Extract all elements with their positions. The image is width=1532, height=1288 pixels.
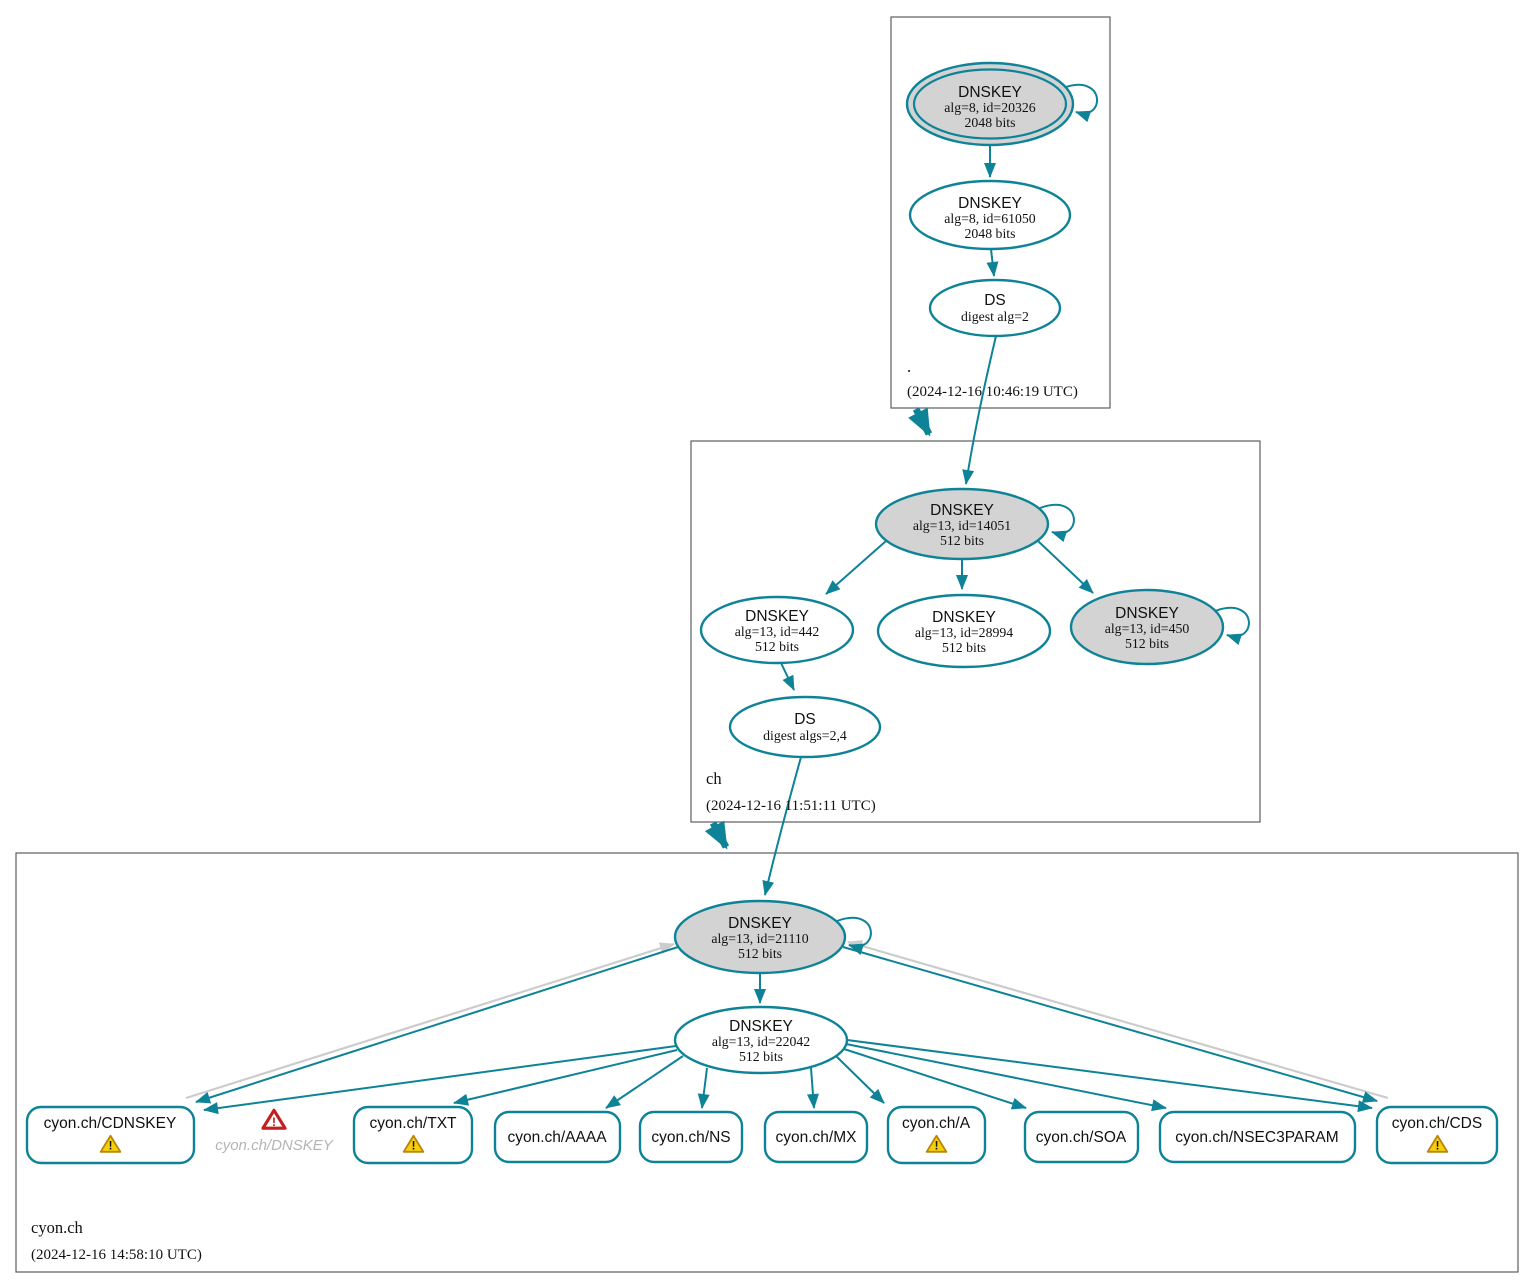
svg-text:alg=13, id=22042: alg=13, id=22042 — [712, 1034, 810, 1049]
svg-text:cyon.ch/CDS: cyon.ch/CDS — [1392, 1115, 1482, 1132]
edge-cdnskey-to-ksk-gray — [185, 942, 675, 1100]
zone-box-cyon-ch — [15, 852, 1519, 1273]
svg-text:512 bits: 512 bits — [738, 946, 782, 961]
svg-text:DS: DS — [794, 711, 816, 728]
svg-text:digest algs=2,4: digest algs=2,4 — [763, 728, 847, 743]
edge-ksk-to-cdnskey — [195, 946, 679, 1104]
zone-label-root: . — [907, 357, 911, 376]
svg-text:alg=13, id=442: alg=13, id=442 — [735, 624, 820, 639]
edge-root-ksk-selfloop — [1062, 83, 1098, 123]
node-ds-root: DS digest alg=2 — [928, 278, 1062, 338]
node-dnskey-20326: DNSKEY alg=8, id=20326 2048 bits — [905, 61, 1075, 147]
svg-text:DNSKEY: DNSKEY — [728, 915, 792, 932]
zone-timestamp-root: (2024-12-16 10:46:19 UTC) — [907, 384, 1078, 400]
rrset-mx: cyon.ch/MX — [763, 1110, 869, 1164]
svg-text:2048 bits: 2048 bits — [965, 226, 1016, 241]
edge-zsk-to-txt — [453, 1049, 678, 1106]
rrset-dnskey-missing: cyon.ch/DNSKEY — [215, 1108, 334, 1154]
edge-zsk-to-nsec3param — [845, 1043, 1167, 1112]
svg-text:cyon.ch/AAAA: cyon.ch/AAAA — [507, 1129, 607, 1146]
svg-text:DNSKEY: DNSKEY — [745, 608, 809, 625]
edge-key442-to-ch-ds — [780, 662, 795, 691]
node-dnskey-450: DNSKEY alg=13, id=450 512 bits — [1069, 588, 1225, 666]
rrset-aaaa: cyon.ch/AAAA — [493, 1110, 622, 1164]
zone-box-root — [890, 16, 1111, 409]
svg-text:cyon.ch/NSEC3PARAM: cyon.ch/NSEC3PARAM — [1175, 1129, 1338, 1146]
zone-box-ch — [690, 440, 1261, 823]
node-dnskey-21110: DNSKEY alg=13, id=21110 512 bits — [673, 899, 847, 975]
edge-cds-to-ksk-gray — [847, 940, 1389, 1100]
node-dnskey-28994: DNSKEY alg=13, id=28994 512 bits — [876, 593, 1052, 669]
edge-cyon-ksk-selfloop — [836, 916, 872, 955]
rrset-txt: cyon.ch/TXT — [352, 1105, 474, 1165]
svg-text:alg=13, id=14051: alg=13, id=14051 — [913, 518, 1011, 533]
node-ds-ch: DS digest algs=2,4 — [728, 695, 882, 759]
delegation-arrow-root-to-ch — [908, 407, 933, 437]
rrset-ns: cyon.ch/NS — [638, 1110, 744, 1164]
svg-text:cyon.ch/DNSKEY: cyon.ch/DNSKEY — [215, 1137, 334, 1154]
rrset-cdnskey: cyon.ch/CDNSKEY — [25, 1105, 196, 1165]
edge-ch-ksk-to-key450 — [1037, 540, 1094, 594]
svg-text:DS: DS — [984, 292, 1006, 309]
zone-timestamp-cyon-ch: (2024-12-16 14:58:10 UTC) — [31, 1247, 202, 1263]
svg-text:DNSKEY: DNSKEY — [930, 502, 994, 519]
svg-text:512 bits: 512 bits — [739, 1049, 783, 1064]
edge-root-ds-to-ch-ksk — [962, 335, 997, 485]
edge-zsk-to-cdnskey — [203, 1045, 677, 1115]
svg-text:DNSKEY: DNSKEY — [1115, 605, 1179, 622]
svg-text:alg=8, id=61050: alg=8, id=61050 — [944, 211, 1036, 226]
edge-zsk-to-mx — [806, 1067, 819, 1109]
rrset-a: cyon.ch/A — [886, 1105, 987, 1165]
edge-ch-ksk-to-key442 — [825, 540, 887, 595]
svg-text:DNSKEY: DNSKEY — [729, 1018, 793, 1035]
svg-text:alg=13, id=450: alg=13, id=450 — [1105, 621, 1190, 636]
zone-label-ch: ch — [706, 769, 722, 788]
svg-text:alg=13, id=21110: alg=13, id=21110 — [711, 931, 808, 946]
edge-ch-ksk-selfloop — [1039, 503, 1075, 542]
zone-timestamp-ch: (2024-12-16 11:51:11 UTC) — [706, 798, 876, 814]
rrset-nsec3param: cyon.ch/NSEC3PARAM — [1158, 1110, 1357, 1164]
edge-root-zsk-to-ds — [986, 248, 999, 277]
svg-text:cyon.ch/MX: cyon.ch/MX — [776, 1129, 858, 1146]
svg-text:cyon.ch/TXT: cyon.ch/TXT — [370, 1115, 458, 1132]
node-dnskey-442: DNSKEY alg=13, id=442 512 bits — [699, 595, 855, 665]
svg-text:cyon.ch/NS: cyon.ch/NS — [651, 1129, 730, 1146]
edge-key450-selfloop — [1214, 606, 1250, 645]
svg-text:512 bits: 512 bits — [942, 640, 986, 655]
edge-ksk-to-cds — [842, 946, 1378, 1103]
node-dnskey-22042: DNSKEY alg=13, id=22042 512 bits — [673, 1005, 849, 1075]
svg-text:alg=13, id=28994: alg=13, id=28994 — [915, 625, 1013, 640]
edge-ch-ds-to-cyon-ksk — [762, 756, 802, 896]
svg-text:digest alg=2: digest alg=2 — [961, 309, 1029, 324]
svg-text:cyon.ch/SOA: cyon.ch/SOA — [1036, 1129, 1127, 1146]
edge-zsk-to-a — [835, 1055, 885, 1104]
zone-label-cyon-ch: cyon.ch — [31, 1218, 84, 1237]
svg-text:512 bits: 512 bits — [755, 639, 799, 654]
rrset-soa: cyon.ch/SOA — [1023, 1110, 1140, 1164]
node-dnskey-61050: DNSKEY alg=8, id=61050 2048 bits — [908, 179, 1072, 251]
svg-text:DNSKEY: DNSKEY — [932, 609, 996, 626]
edge-zsk-to-aaaa — [605, 1055, 684, 1109]
svg-text:cyon.ch/CDNSKEY: cyon.ch/CDNSKEY — [44, 1115, 177, 1132]
svg-text:512 bits: 512 bits — [1125, 636, 1169, 651]
node-dnskey-14051: DNSKEY alg=13, id=14051 512 bits — [874, 487, 1050, 561]
edge-zsk-to-cds — [846, 1039, 1373, 1113]
svg-text:DNSKEY: DNSKEY — [958, 195, 1022, 212]
svg-text:512 bits: 512 bits — [940, 533, 984, 548]
edge-zsk-to-ns — [697, 1067, 710, 1109]
svg-text:alg=8, id=20326: alg=8, id=20326 — [944, 100, 1036, 115]
edge-zsk-to-soa — [843, 1048, 1027, 1110]
delegation-arrow-ch-to-cyon — [704, 820, 730, 850]
svg-text:2048 bits: 2048 bits — [965, 115, 1016, 130]
svg-text:cyon.ch/A: cyon.ch/A — [902, 1115, 971, 1132]
error-icon — [261, 1108, 287, 1131]
rrset-cds: cyon.ch/CDS — [1375, 1105, 1499, 1165]
svg-text:DNSKEY: DNSKEY — [958, 84, 1022, 101]
